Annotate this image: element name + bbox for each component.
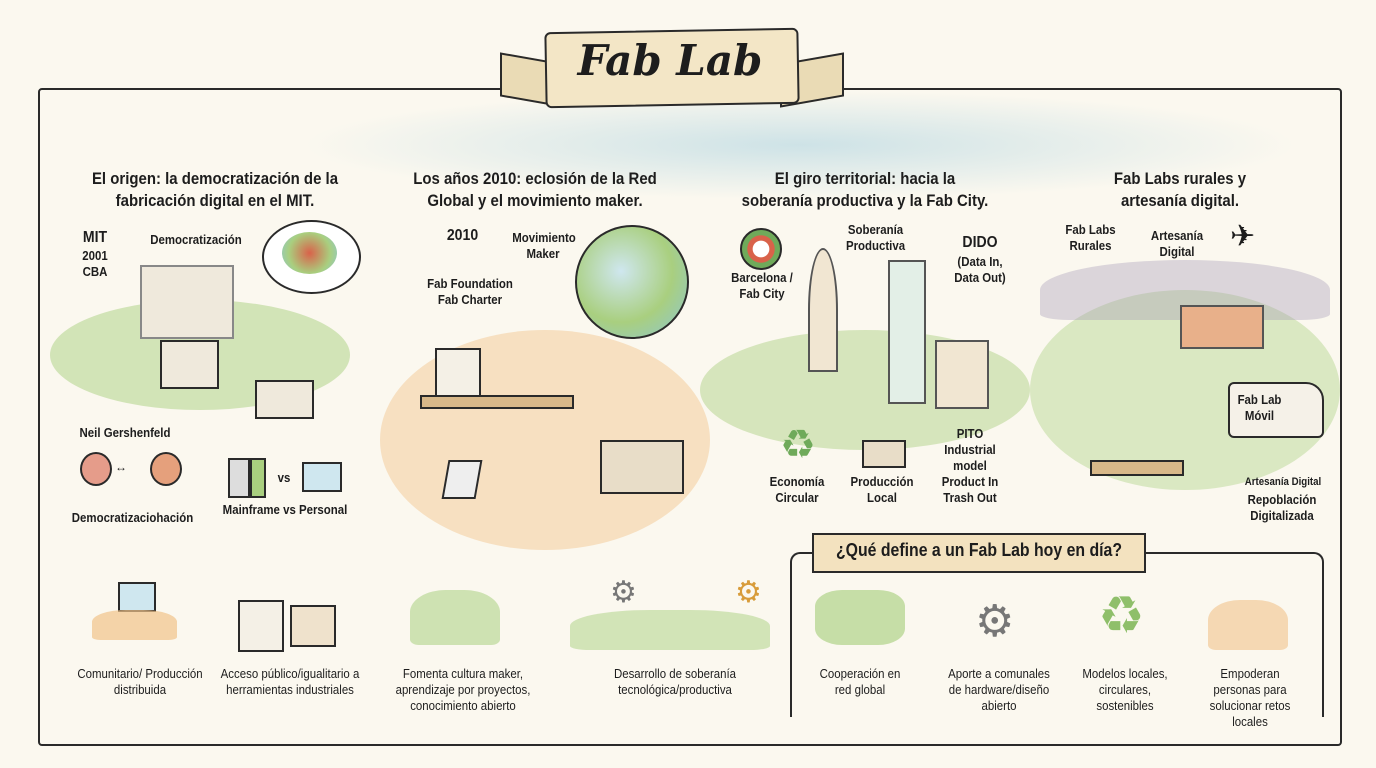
feature-text: Acceso público/igualitario a herramienta… (220, 666, 360, 697)
drone-icon: ✈ (1230, 220, 1256, 253)
skyscraper (888, 260, 926, 404)
label-2001: 2001 (82, 248, 108, 263)
fab-lab-building (935, 340, 989, 409)
label-artesania-digital: Artesanía Digital (1150, 228, 1204, 259)
world-map-icon (815, 590, 905, 645)
workbench (420, 395, 574, 409)
village-houses (1180, 305, 1264, 349)
today-item-text: Cooperación en red global (819, 666, 901, 697)
label-pito: PITO Industrial model Product In Trash O… (941, 426, 999, 505)
label-repoblacion-digitalizada: Repoblación Digitalizada (1247, 492, 1317, 523)
features.0.icon (118, 582, 156, 612)
mobile-fab-lab-van (1228, 382, 1324, 438)
recycle-arrows-icon: ♻ (1098, 587, 1145, 645)
label-fab-labs-rurales: Fab Labs Rurales (1065, 222, 1116, 253)
feature-text: Fomenta cultura maker, aprendizaje por p… (395, 666, 531, 713)
feature-text: Desarrollo de soberanía tecnológica/prod… (613, 666, 737, 697)
label-produccion-local: Producción Local (850, 474, 914, 505)
page-title: Fab Lab (577, 36, 763, 85)
today-item-text: Modelos locales, circulares, sostenibles (1082, 666, 1168, 713)
3d-printer-icon (238, 600, 284, 652)
label-barcelona-fab-city: Barcelona / Fab City (731, 270, 793, 301)
label-cba: CBA (82, 264, 108, 279)
laptop-icon (441, 460, 483, 499)
brain-icon (282, 232, 337, 274)
factory-icon (862, 440, 906, 468)
label-dido: DIDO (962, 234, 998, 251)
label-mainframe-vs-personal: Mainframe vs Personal (222, 502, 348, 517)
gear-icon: ⚙ (610, 576, 637, 609)
features.2.icon (410, 590, 500, 645)
section-heading-rural: Fab Labs rurales y artesanía digital. (1113, 169, 1247, 210)
head-brain-icon (80, 452, 112, 486)
mainframe-icon (228, 458, 250, 498)
label-democratizaciohacion: Democratizaciohación (71, 510, 194, 525)
lab-machines (140, 265, 234, 339)
puzzle-gear-tools-icon: ⚙ (975, 597, 1015, 646)
arrow-icon: ↔ (115, 460, 127, 474)
crafts-table (1090, 460, 1184, 476)
today-heading-box (812, 533, 1146, 573)
globe-network-icon (575, 225, 689, 339)
circular-economy-icon: ♻ (780, 423, 816, 467)
cnc-machine-icon (600, 440, 684, 494)
torre-glories-building (808, 248, 838, 372)
label-fab-foundation: Fab Foundation Fab Charter (427, 276, 513, 307)
fab-city-logo-icon (740, 228, 782, 270)
today-item-text: Aporte a comunales de hardware/diseño ab… (948, 666, 1050, 713)
laser-cutter-icon (290, 605, 336, 647)
sky-wash (300, 90, 1300, 200)
gear-icon: ⚙ (735, 576, 762, 609)
label-neil-gershenfeld: Neil Gershenfeld (79, 425, 171, 440)
3d-printer-icon (435, 348, 481, 402)
feature-text: Comunitario/ Producción distribuida (77, 666, 203, 697)
head-brain-icon (150, 452, 182, 486)
people-ideas-icon (1208, 600, 1288, 650)
mainframe-icon (250, 458, 266, 498)
label-artesania-digital-2: Artesanía Digital (1244, 476, 1322, 488)
section-heading-origin: El origen: la democratización de la fabr… (91, 169, 339, 210)
today-item-text: Empoderan personas para solucionar retos… (1209, 666, 1291, 729)
label-economia-circular: Economía Circular (769, 474, 825, 505)
label-data-in-out: (Data In, Data Out) (954, 254, 1006, 285)
fabrication-machine-icon (160, 340, 219, 389)
label-democratizacion: Democratización (150, 232, 242, 247)
personal-computer-icon (302, 462, 342, 492)
label-vs: vs (277, 470, 291, 485)
label-2010: 2010 (446, 227, 479, 244)
features.3.icon (570, 610, 770, 650)
today-heading: ¿Qué define a un Fab Lab hoy en día? (835, 540, 1123, 560)
label-movimiento-maker: Movimiento Maker (512, 230, 576, 261)
section-heading-2010s: Los años 2010: eclosión de la Red Global… (413, 169, 657, 210)
label-fab-lab-movil: Fab Lab Móvil (1237, 392, 1282, 423)
desktop-machine-icon (255, 380, 314, 419)
label-soberania-productiva: Soberanía Productiva (845, 222, 906, 253)
section-heading-territorial: El giro territorial: hacia la soberanía … (741, 169, 989, 210)
label-mit: MIT (82, 229, 108, 246)
community-people (92, 610, 177, 640)
